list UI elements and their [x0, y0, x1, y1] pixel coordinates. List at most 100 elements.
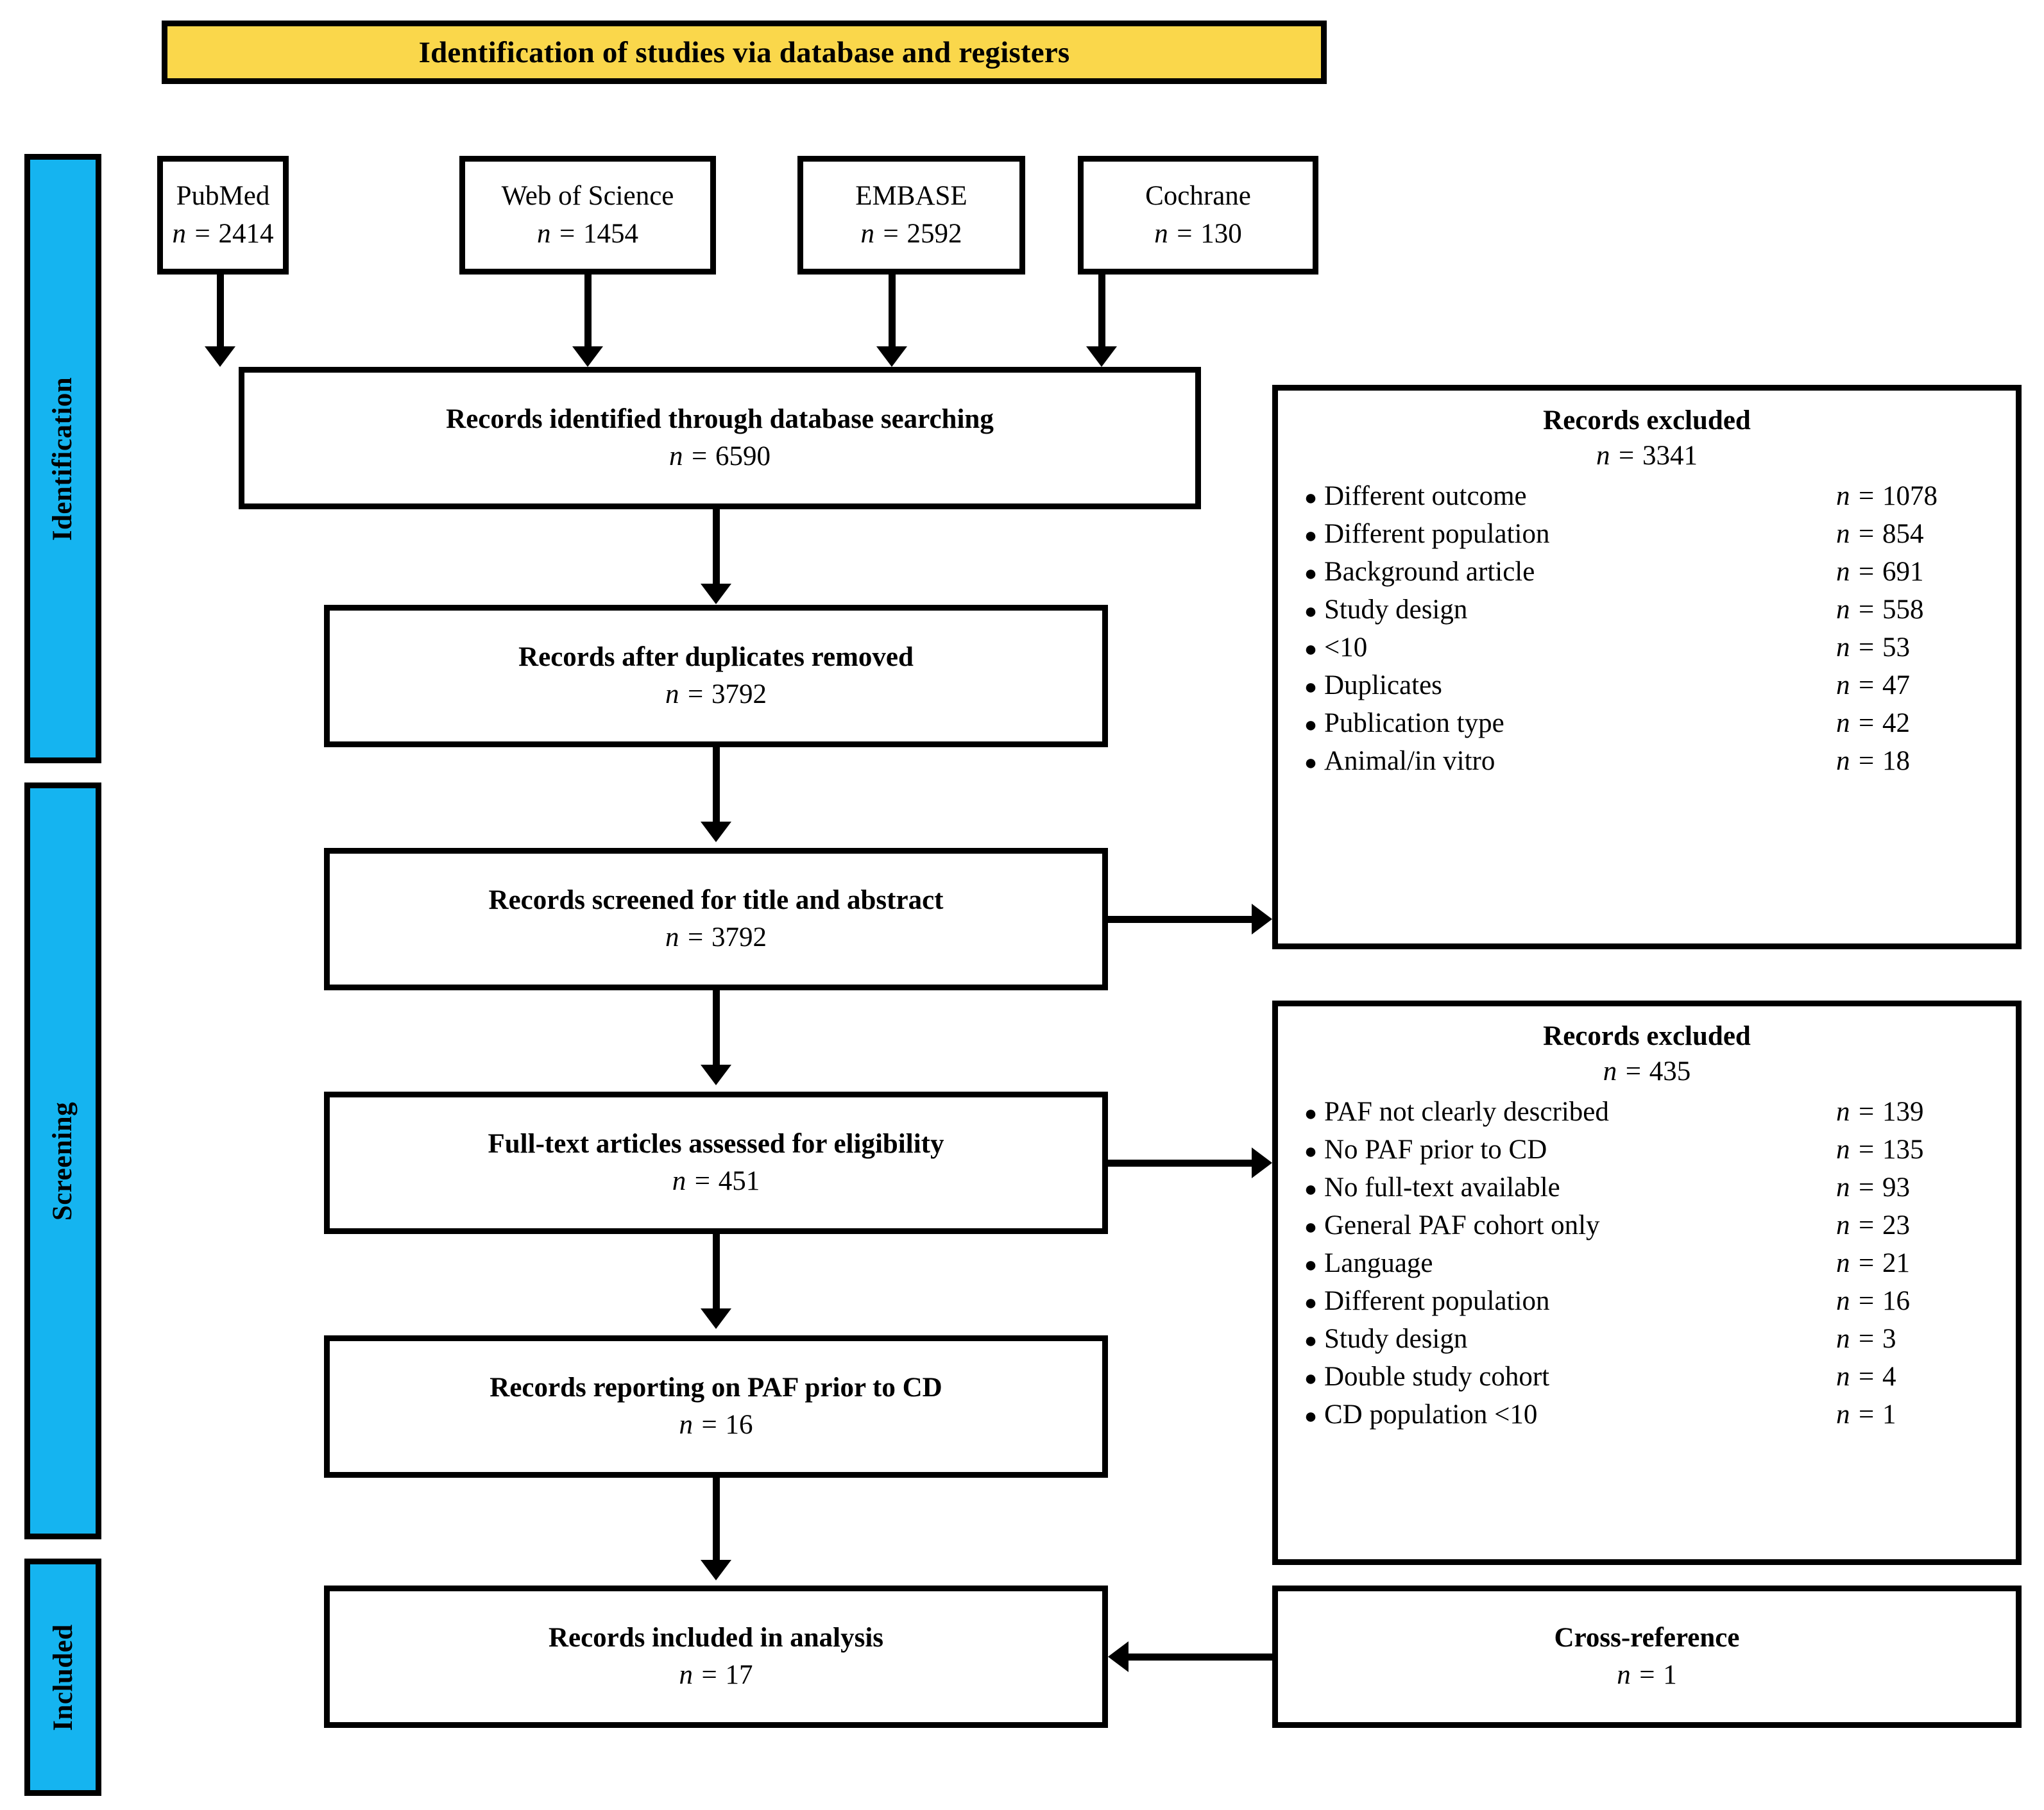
arrowhead-crossref-to-included: [1108, 1641, 1128, 1672]
flow-count-after-duplicates: n = 3792: [665, 679, 767, 709]
reason-label: General PAF cohort only: [1324, 1210, 1600, 1240]
flow-box-paf-prior-to-cd: Records reporting on PAF prior to CD n =…: [324, 1335, 1108, 1478]
reason-count: n = 854: [1836, 519, 1924, 549]
list-item: ● Duplicates n = 47: [1297, 670, 1997, 701]
list-item: ● No PAF prior to CD n = 135: [1297, 1134, 1997, 1165]
bullet-icon: ●: [1304, 1329, 1318, 1353]
reason-label: PAF not clearly described: [1324, 1097, 1609, 1127]
excluded-reason-list-screening: ● Different outcome n = 1078 ● Different…: [1297, 480, 1997, 777]
connector-crossref-to-included: [1128, 1654, 1272, 1661]
source-count-cochrane: n = 130: [1154, 218, 1242, 249]
excluded-title-screening: Records excluded: [1543, 405, 1751, 436]
reason-count: n = 691: [1836, 557, 1924, 587]
reason-count: n = 4: [1836, 1362, 1896, 1392]
flow-box-full-text-assessed: Full-text articles assessed for eligibil…: [324, 1092, 1108, 1234]
reason-label: Duplicates: [1324, 670, 1442, 700]
flow-box-records-identified: Records identified through database sear…: [239, 367, 1201, 509]
flow-box-after-duplicates: Records after duplicates removed n = 379…: [324, 605, 1108, 747]
bullet-icon: ●: [1304, 1253, 1318, 1277]
list-item: ● Study design n = 558: [1297, 594, 1997, 625]
source-count-pubmed: n = 2414: [172, 218, 274, 249]
connector-embase-to-identified: [889, 275, 896, 350]
connector-paf-to-included: [713, 1478, 720, 1564]
reason-count: n = 42: [1836, 708, 1911, 738]
flow-count-records-identified: n = 6590: [669, 441, 771, 471]
list-item: ● No full-text available n = 93: [1297, 1172, 1997, 1203]
reason-count: n = 139: [1836, 1097, 1924, 1127]
reason-count: n = 47: [1836, 670, 1911, 700]
list-item: ● Different outcome n = 1078: [1297, 480, 1997, 512]
connector-fulltext-to-paf: [713, 1234, 720, 1312]
reason-label: No PAF prior to CD: [1324, 1135, 1547, 1165]
reason-label: Different population: [1324, 1286, 1550, 1316]
reason-count: n = 1078: [1836, 481, 1938, 511]
reason-count: n = 558: [1836, 595, 1924, 625]
reason-count: n = 53: [1836, 632, 1911, 663]
bullet-icon: ●: [1304, 1140, 1318, 1163]
flow-label-included-in-analysis: Records included in analysis: [548, 1622, 884, 1653]
bullet-icon: ●: [1304, 1405, 1318, 1428]
arrowhead-wos-to-identified: [572, 346, 603, 367]
source-box-embase: EMBASE n = 2592: [797, 156, 1025, 275]
list-item: ● CD population <10 n = 1: [1297, 1399, 1997, 1430]
list-item: ● Animal/in vitro n = 18: [1297, 745, 1997, 777]
reason-label: Study design: [1324, 595, 1468, 625]
bullet-icon: ●: [1304, 600, 1318, 623]
phase-bar-identification: Identification: [24, 154, 101, 763]
arrowhead-embase-to-identified: [876, 346, 907, 367]
flow-count-full-text-assessed: n = 451: [672, 1166, 760, 1196]
excluded-panel-eligibility: Records excluded n = 435 ● PAF not clear…: [1272, 1001, 2022, 1565]
arrowhead-dedup-to-screened: [701, 822, 731, 842]
arrowhead-cochrane-to-identified: [1086, 346, 1117, 367]
phase-label-included: Included: [47, 1623, 78, 1731]
excluded-title-eligibility: Records excluded: [1543, 1021, 1751, 1051]
bullet-icon: ●: [1304, 1178, 1318, 1201]
bullet-icon: ●: [1304, 638, 1318, 661]
reason-label: <10: [1324, 632, 1368, 663]
reason-label: Language: [1324, 1248, 1433, 1278]
arrowhead-pubmed-to-identified: [205, 346, 235, 367]
source-count-embase: n = 2592: [860, 218, 962, 249]
phase-label-screening: Screening: [47, 1101, 78, 1221]
reason-label: Different outcome: [1324, 481, 1527, 511]
reason-label: Animal/in vitro: [1324, 746, 1495, 776]
banner-identification-via-database: Identification of studies via database a…: [162, 21, 1327, 84]
source-box-web-of-science: Web of Science n = 1454: [459, 156, 716, 275]
bullet-icon: ●: [1304, 1102, 1318, 1126]
bullet-icon: ●: [1304, 486, 1318, 510]
phase-bar-included: Included: [24, 1559, 101, 1796]
phase-bar-screening: Screening: [24, 782, 101, 1539]
arrowhead-fulltext-to-excluded-2: [1252, 1147, 1272, 1178]
excluded-reason-list-eligibility: ● PAF not clearly described n = 139 ● No…: [1297, 1096, 1997, 1430]
reason-label: Publication type: [1324, 708, 1504, 738]
flow-label-full-text-assessed: Full-text articles assessed for eligibil…: [488, 1128, 944, 1159]
cross-reference-box: Cross-reference n = 1: [1272, 1586, 2022, 1728]
list-item: ● General PAF cohort only n = 23: [1297, 1210, 1997, 1241]
connector-identified-to-dedup: [713, 509, 720, 588]
bullet-icon: ●: [1304, 1215, 1318, 1239]
reason-count: n = 1: [1836, 1400, 1896, 1430]
bullet-icon: ●: [1304, 524, 1318, 548]
flow-count-paf-prior-to-cd: n = 16: [679, 1410, 753, 1440]
connector-screened-to-fulltext: [713, 990, 720, 1069]
source-name-embase: EMBASE: [855, 181, 967, 212]
connector-cochrane-to-identified: [1098, 275, 1105, 350]
cross-reference-count: n = 1: [1617, 1660, 1677, 1690]
bullet-icon: ●: [1304, 713, 1318, 737]
reason-label: Different population: [1324, 519, 1550, 549]
reason-label: Study design: [1324, 1324, 1468, 1354]
arrowhead-fulltext-to-paf: [701, 1308, 731, 1329]
list-item: ● Different population n = 16: [1297, 1285, 1997, 1317]
flow-count-records-screened: n = 3792: [665, 922, 767, 952]
bullet-icon: ●: [1304, 1291, 1318, 1315]
bullet-icon: ●: [1304, 1367, 1318, 1391]
flow-label-records-identified: Records identified through database sear…: [446, 403, 994, 434]
arrowhead-paf-to-included: [701, 1560, 731, 1580]
reason-count: n = 16: [1836, 1286, 1911, 1316]
arrowhead-identified-to-dedup: [701, 584, 731, 604]
source-box-pubmed: PubMed n = 2414: [157, 156, 289, 275]
arrowhead-screened-to-excluded-1: [1252, 904, 1272, 935]
flow-label-after-duplicates: Records after duplicates removed: [518, 641, 914, 672]
flow-label-paf-prior-to-cd: Records reporting on PAF prior to CD: [490, 1372, 942, 1403]
